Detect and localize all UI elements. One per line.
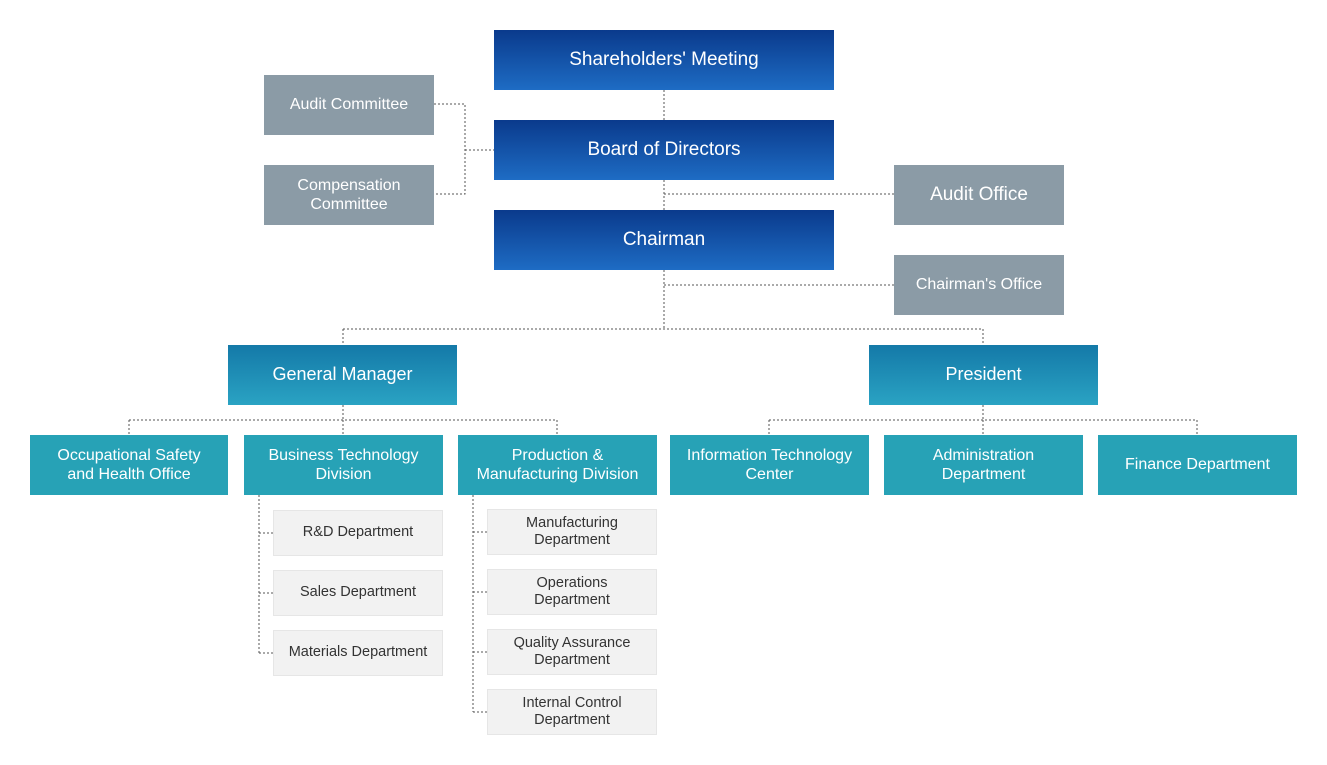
it-center-label: Information Technology Center	[686, 446, 853, 483]
operations-department-label: Operations Department	[534, 574, 610, 608]
audit-committee-label: Audit Committee	[289, 96, 409, 114]
shareholders-meeting-box: Shareholders' Meeting	[494, 30, 834, 90]
finance-department-box: Finance Department	[1098, 435, 1297, 495]
connector-gm-units	[128, 405, 558, 435]
board-of-directors-label: Board of Directors	[587, 138, 741, 160]
quality-assurance-department-box: Quality Assurance Department	[487, 629, 657, 675]
business-technology-division-box: Business Technology Division	[244, 435, 443, 495]
connector-executives	[342, 328, 984, 345]
chairman-box: Chairman	[494, 210, 834, 270]
manufacturing-department-box: Manufacturing Department	[487, 509, 657, 555]
shareholders-meeting-label: Shareholders' Meeting	[569, 48, 759, 70]
it-center-box: Information Technology Center	[670, 435, 869, 495]
connector-chairmans-office	[663, 270, 894, 329]
audit-office-label: Audit Office	[930, 183, 1028, 205]
general-manager-label: General Manager	[272, 364, 413, 385]
president-box: President	[869, 345, 1098, 405]
quality-assurance-department-label: Quality Assurance Department	[513, 634, 631, 668]
compensation-committee-box: Compensation Committee	[264, 165, 434, 225]
sales-department-label: Sales Department	[299, 584, 417, 601]
connector-business-departments	[258, 495, 273, 654]
rd-department-box: R&D Department	[273, 510, 443, 556]
sales-department-box: Sales Department	[273, 570, 443, 616]
connector-committees	[434, 103, 494, 195]
president-label: President	[945, 364, 1022, 385]
chairmans-office-label: Chairman's Office	[915, 276, 1043, 294]
administration-department-label: Administration Department	[932, 446, 1035, 483]
chairmans-office-box: Chairman's Office	[894, 255, 1064, 315]
compensation-committee-label: Compensation Committee	[297, 176, 401, 213]
connector-production-departments	[472, 495, 487, 713]
rd-department-label: R&D Department	[302, 524, 414, 541]
safety-office-box: Occupational Safety and Health Office	[30, 435, 228, 495]
safety-office-label: Occupational Safety and Health Office	[57, 446, 201, 483]
internal-control-department-label: Internal Control Department	[522, 694, 622, 728]
administration-department-box: Administration Department	[884, 435, 1083, 495]
production-division-box: Production & Manufacturing Division	[458, 435, 657, 495]
finance-department-label: Finance Department	[1125, 456, 1270, 474]
chairman-label: Chairman	[622, 228, 706, 250]
general-manager-box: General Manager	[228, 345, 457, 405]
connector-president-units	[768, 405, 1198, 435]
materials-department-box: Materials Department	[273, 630, 443, 676]
production-division-label: Production & Manufacturing Division	[476, 446, 639, 483]
manufacturing-department-label: Manufacturing Department	[526, 514, 618, 548]
board-of-directors-box: Board of Directors	[494, 120, 834, 180]
operations-department-box: Operations Department	[487, 569, 657, 615]
business-technology-division-label: Business Technology Division	[268, 446, 419, 483]
audit-committee-box: Audit Committee	[264, 75, 434, 135]
internal-control-department-box: Internal Control Department	[487, 689, 657, 735]
materials-department-label: Materials Department	[288, 644, 428, 661]
audit-office-box: Audit Office	[894, 165, 1064, 225]
